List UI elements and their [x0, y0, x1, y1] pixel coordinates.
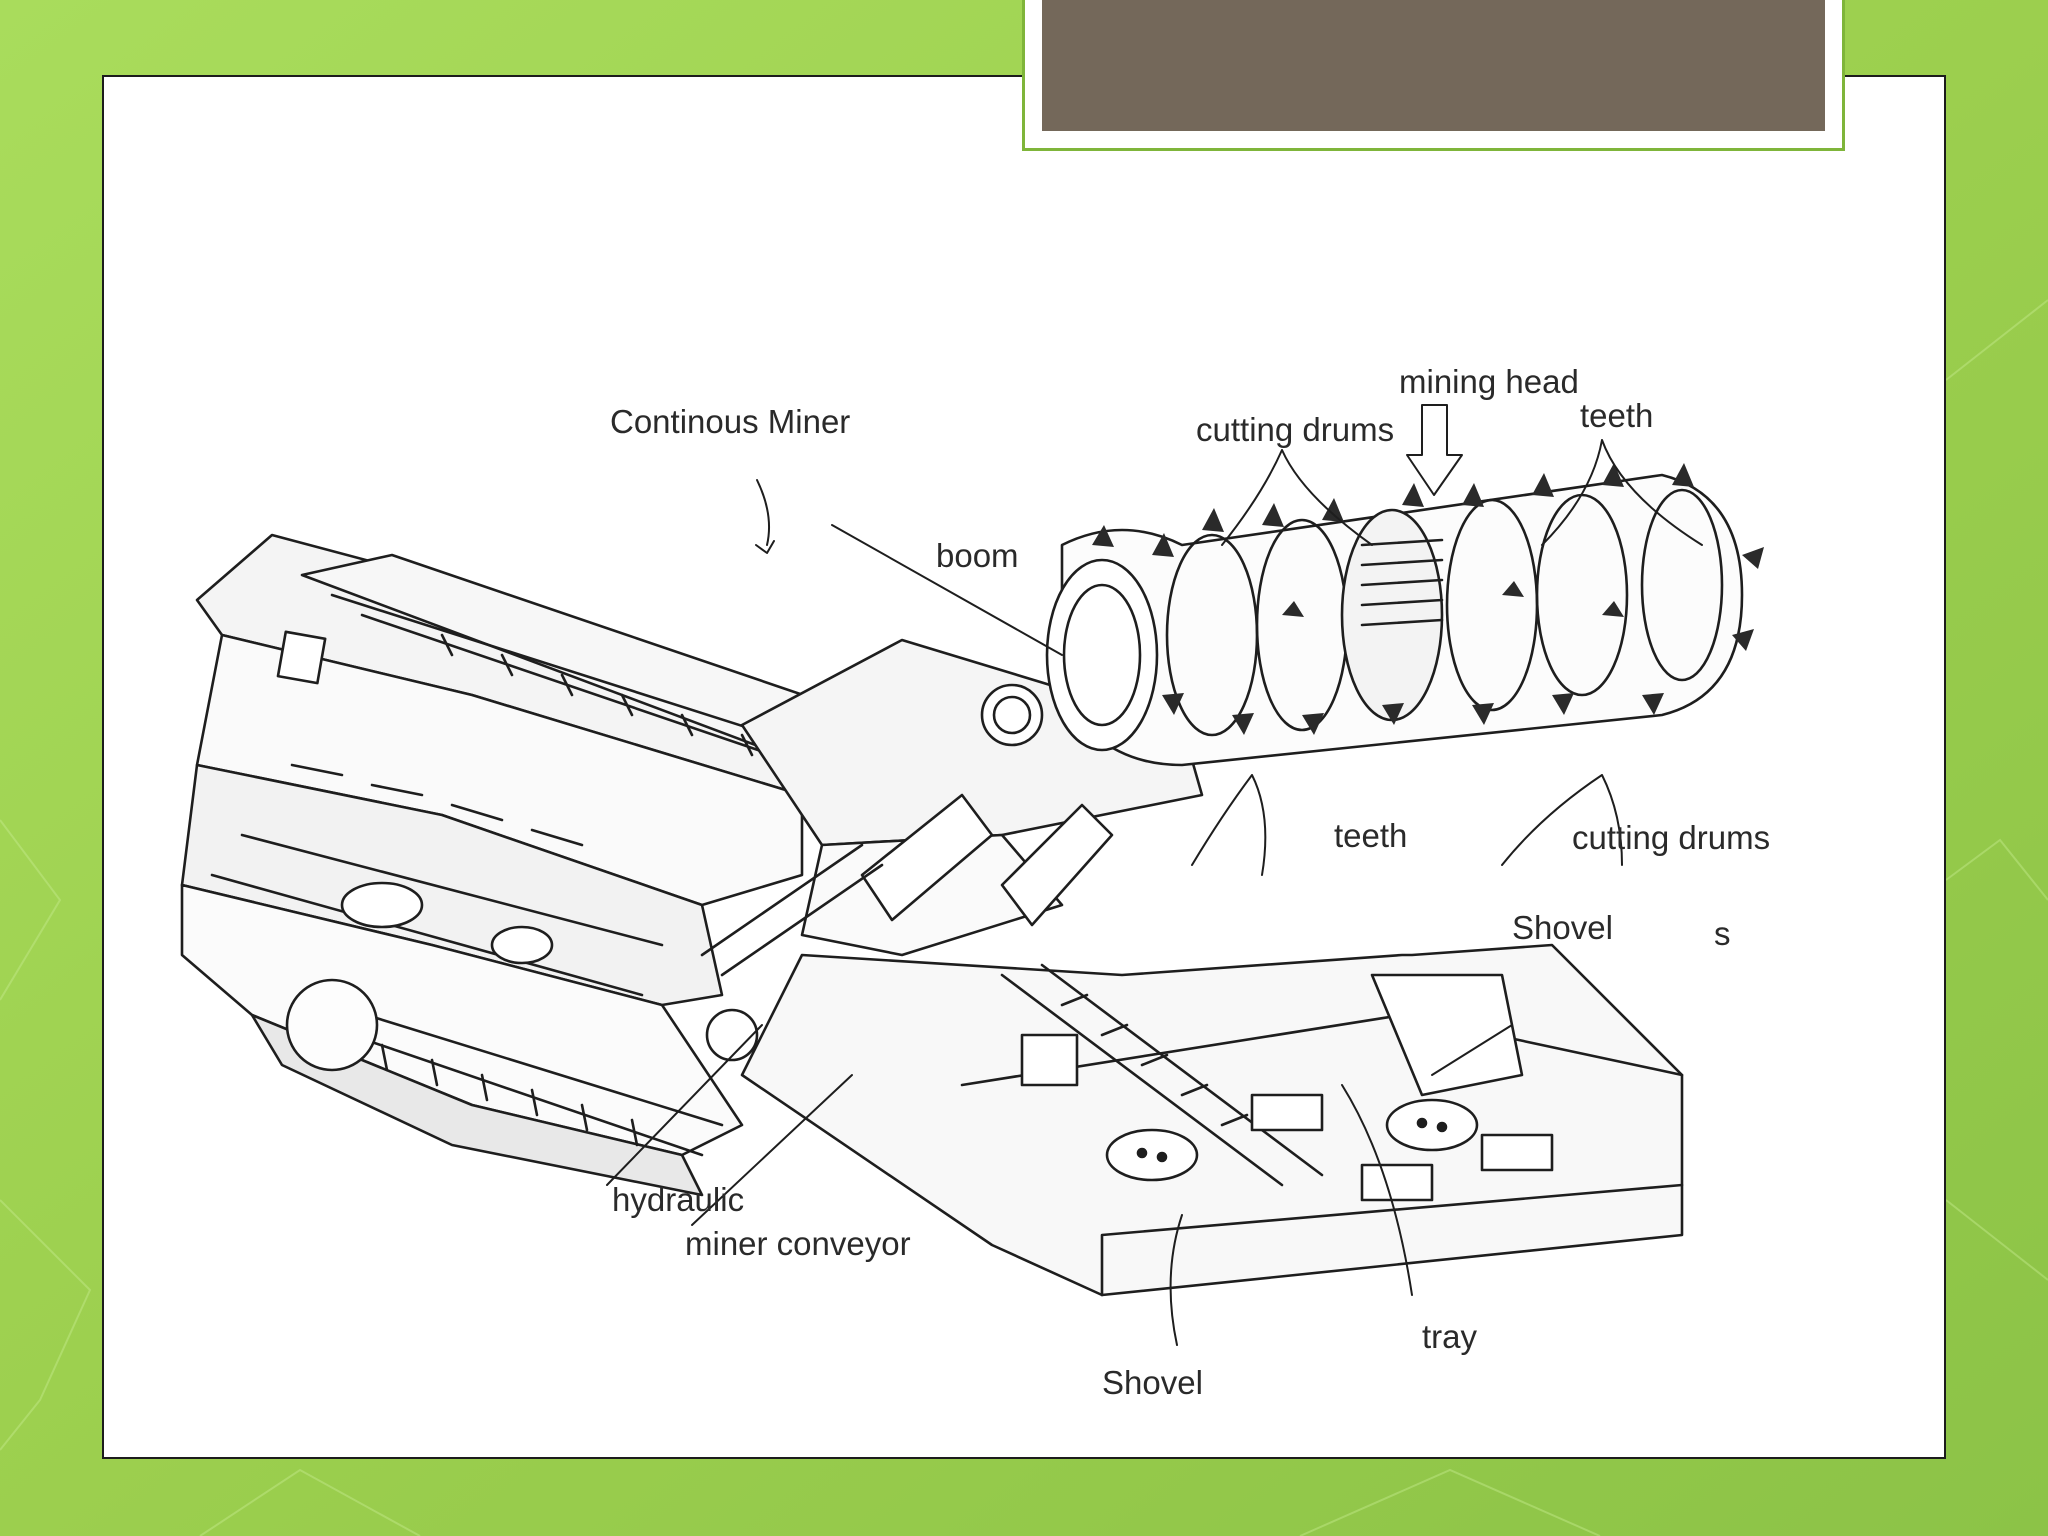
continuous-miner-diagram: Continous Miner boom cutting drums minin…: [180, 363, 1770, 1401]
label-teeth-top: teeth: [1580, 397, 1653, 434]
cutting-drum-assembly: [1045, 463, 1764, 767]
slide-title-fill: [1042, 0, 1825, 131]
diagram-labels: Continous Miner boom cutting drums minin…: [610, 363, 1770, 1401]
label-miner-conveyor: miner conveyor: [685, 1225, 911, 1262]
slide-title-box: [1022, 0, 1845, 151]
shovel-apron: [740, 943, 1684, 1297]
label-cutting-drums-top: cutting drums: [1196, 411, 1394, 448]
label-shovel-bottom: Shovel: [1102, 1364, 1203, 1401]
label-teeth-bottom: teeth: [1334, 817, 1407, 854]
label-edge-fragment: s: [1714, 915, 1731, 952]
label-mining-head: mining head: [1399, 363, 1579, 400]
label-tray: tray: [1422, 1318, 1478, 1355]
label-hydraulic: hydraulic: [612, 1181, 744, 1218]
miner-body: [180, 533, 864, 1197]
label-continuous-miner: Continous Miner: [610, 403, 850, 440]
label-cutting-drums-bottom: cutting drums: [1572, 819, 1770, 856]
label-shovel-right: Shovel: [1512, 909, 1613, 946]
label-boom: boom: [936, 537, 1019, 574]
leader-lines: [606, 404, 1703, 1346]
boom-arm: [700, 638, 1204, 977]
